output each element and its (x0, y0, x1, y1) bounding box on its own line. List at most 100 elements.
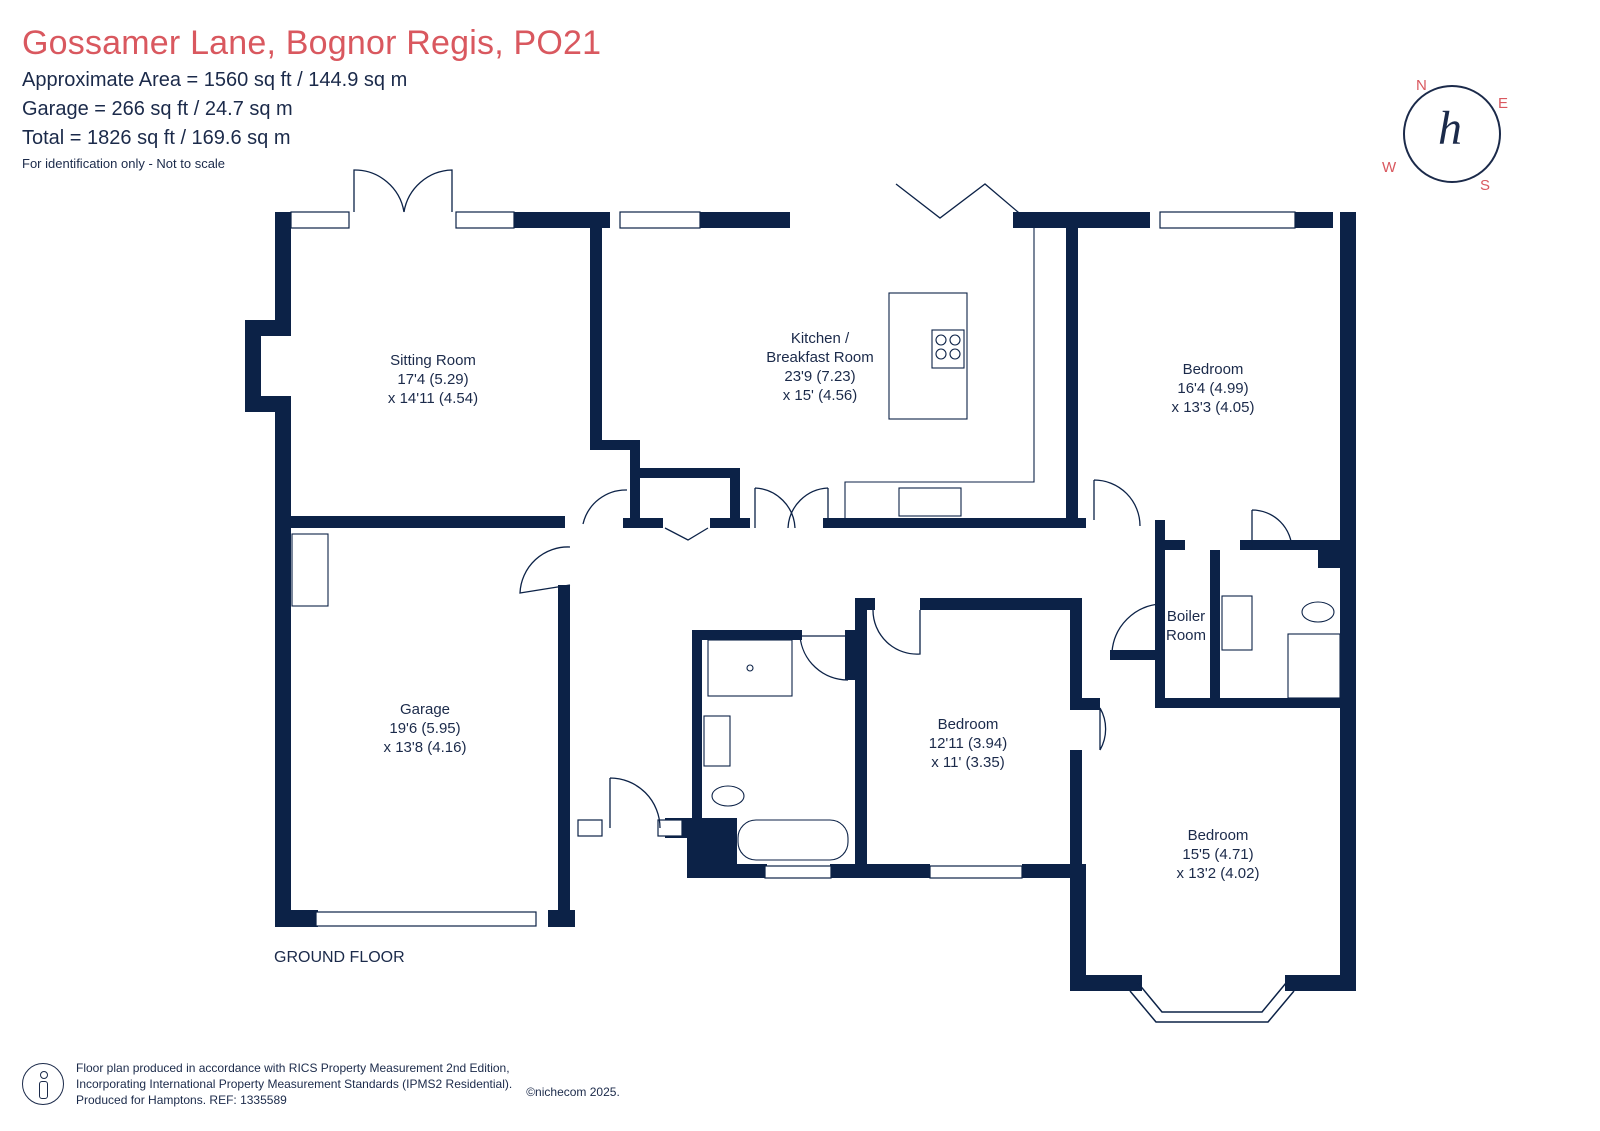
hob-ring (949, 348, 961, 360)
door-swing (582, 489, 628, 525)
wall-segment (687, 818, 737, 878)
room-dim: 12'11 (3.94) (929, 735, 1007, 752)
wall-segment (1070, 864, 1086, 988)
info-icon-body (39, 1081, 48, 1099)
property-title: Gossamer Lane, Bognor Regis, PO21 (22, 24, 602, 62)
room-name: Bedroom (1183, 361, 1244, 378)
fixtures (291, 228, 1341, 861)
room-boiler: Boiler Room (1166, 608, 1206, 644)
wall-segment (630, 440, 640, 520)
wall-segment (692, 630, 802, 640)
wall-segment (855, 598, 875, 610)
room-dim: 15'5 (4.71) (1182, 846, 1253, 863)
wall-segment (1070, 975, 1142, 991)
window (577, 819, 603, 837)
kitchen-island (888, 292, 968, 420)
copyright: ©nichecom 2025. (526, 1085, 620, 1099)
ensuite-shower (1287, 633, 1341, 699)
wall-segment (1110, 650, 1165, 660)
compass-south: S (1480, 177, 1490, 194)
wall-segment (830, 864, 930, 878)
wall-segment (1285, 975, 1356, 991)
window (315, 911, 537, 927)
wall-segment (623, 518, 663, 528)
window (290, 211, 350, 229)
compass-ring (1403, 85, 1501, 183)
room-dim: x 13'2 (4.02) (1177, 865, 1260, 882)
room-dim: x 13'3 (4.05) (1172, 399, 1255, 416)
hob (931, 329, 965, 369)
ensuite-toilet (1301, 601, 1335, 623)
info-icon-head (40, 1071, 48, 1079)
compass-north: N (1416, 77, 1427, 94)
disclaimer: For identification only - Not to scale (22, 156, 226, 171)
window (657, 819, 683, 837)
room-dim: 23'9 (7.23) (784, 368, 855, 385)
room-name: Breakfast Room (766, 349, 874, 366)
wall-segment (1340, 568, 1356, 988)
wall-segment (730, 468, 740, 528)
door-swing (1251, 509, 1293, 551)
wall-segment (558, 837, 570, 927)
wall-segment (845, 630, 855, 680)
compass-east: E (1498, 95, 1508, 112)
room-name: Room (1166, 627, 1206, 644)
total-area: Total = 1826 sq ft / 169.6 sq m (22, 127, 291, 149)
basin (703, 715, 731, 767)
floor-label: GROUND FLOOR (274, 949, 405, 966)
room-dim: x 11' (3.35) (931, 754, 1004, 771)
room-name: Sitting Room (390, 352, 476, 369)
compass-logo-letter: h (1438, 102, 1462, 155)
bath (737, 819, 849, 861)
room-garage: Garage 19'6 (5.95) x 13'8 (4.16) (384, 701, 467, 756)
room-dim: 16'4 (4.99) (1177, 380, 1248, 397)
room-bedroom-mid: Bedroom 12'11 (3.94) x 11' (3.35) (929, 716, 1007, 771)
info-person-icon (22, 1063, 64, 1105)
room-name: Bedroom (1188, 827, 1249, 844)
wall-segment (737, 864, 767, 878)
garage-area: Garage = 266 sq ft / 24.7 sq m (22, 98, 293, 120)
header: Gossamer Lane, Bognor Regis, PO21 Approx… (22, 24, 601, 171)
wall-segment (920, 598, 1080, 610)
wall-segment (275, 516, 565, 528)
wall-segment (855, 598, 867, 868)
room-dim: 19'6 (5.95) (389, 720, 460, 737)
room-dim: 17'4 (5.29) (397, 371, 468, 388)
wall-segment (1070, 598, 1082, 708)
wall-segment (1155, 698, 1355, 708)
shower-tray (707, 639, 793, 697)
wall-segment (1155, 540, 1165, 700)
wall-segment (1022, 864, 1082, 878)
hob-ring (935, 348, 947, 360)
compass-west: W (1382, 159, 1397, 176)
room-kitchen: Kitchen / Breakfast Room 23'9 (7.23) x 1… (766, 330, 874, 404)
wall-segment (558, 585, 570, 817)
room-dim: x 14'11 (4.54) (388, 390, 478, 407)
room-dim: x 13'8 (4.16) (384, 739, 467, 756)
footer-text: Floor plan produced in accordance with R… (76, 1060, 512, 1108)
wall-segment (245, 320, 261, 412)
window (619, 211, 701, 229)
kitchen-sink (898, 487, 962, 517)
wall-segment (590, 440, 640, 450)
footer-line: Produced for Hamptons. REF: 1335589 (76, 1093, 287, 1107)
footer-line: Incorporating International Property Mea… (76, 1077, 513, 1091)
bay-window-outer (1129, 990, 1295, 1023)
wall-segment (1155, 540, 1185, 550)
bifold-door (895, 183, 1026, 219)
wall-segment (590, 212, 602, 448)
wall-segment (692, 630, 702, 870)
wall-segment (697, 212, 790, 228)
wall-segment (1155, 520, 1165, 550)
wall-segment (275, 910, 318, 927)
utility-sink (291, 533, 329, 607)
door-swing (1111, 603, 1161, 653)
shower-drain (746, 664, 754, 672)
french-door-left (353, 169, 405, 213)
wall-segment (1066, 212, 1078, 528)
compass-logo: h N E S W (1382, 77, 1508, 194)
wall-segment (510, 212, 610, 228)
footer: Floor plan produced in accordance with R… (22, 1060, 620, 1108)
room-dim: x 15' (4.56) (783, 387, 858, 404)
wall-segment (275, 396, 291, 921)
